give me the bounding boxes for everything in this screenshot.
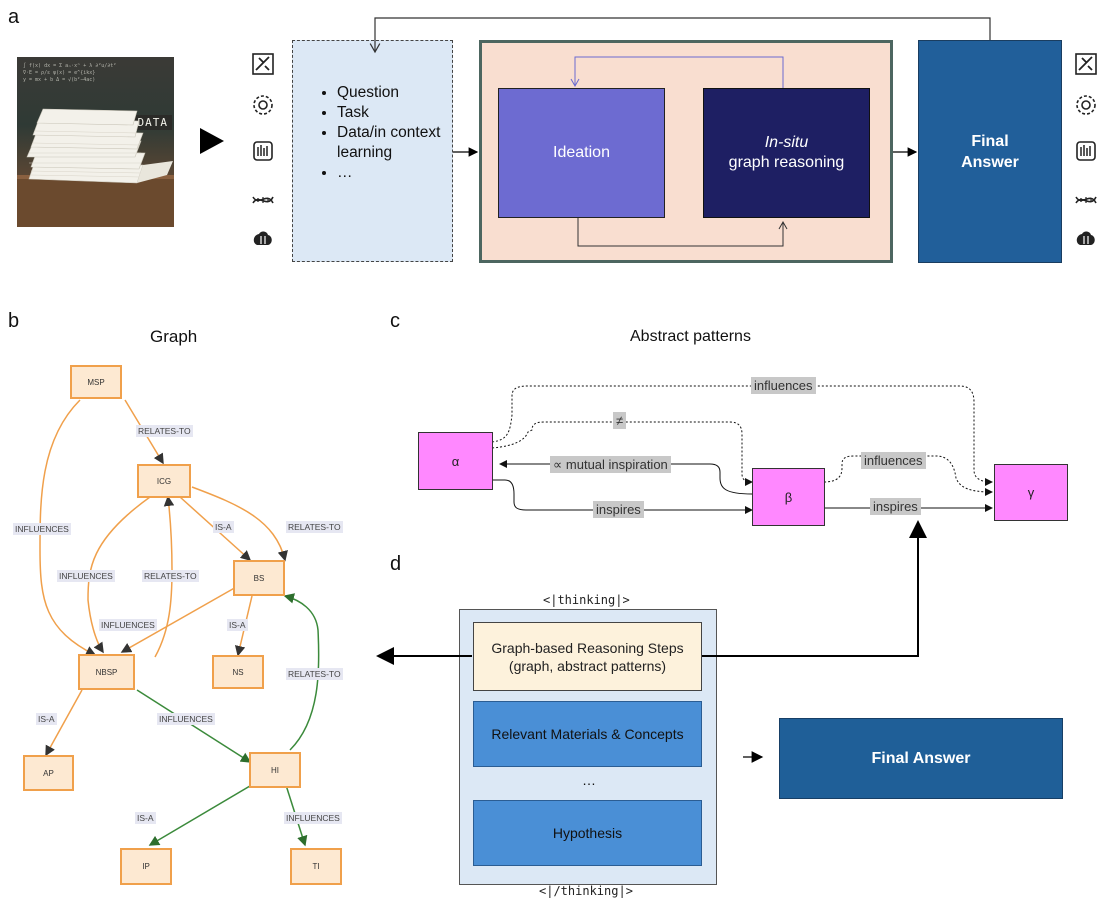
edge-label-nbsp-hi: INFLUENCES bbox=[157, 713, 215, 725]
circuit-icon bbox=[1074, 139, 1097, 163]
edge-label-nbsp-ap: IS-A bbox=[36, 713, 57, 725]
node-icg: ICG bbox=[137, 464, 191, 498]
thinking-open-tag: <|thinking|> bbox=[543, 593, 630, 607]
steps-ellipsis: … bbox=[582, 772, 596, 788]
edge-hi-ip bbox=[148, 779, 261, 846]
node-ti: TI bbox=[290, 848, 342, 885]
edge-msp-nbsp bbox=[39, 399, 97, 656]
input-item-data: Data/in context learning bbox=[337, 123, 452, 163]
hypothesis-box: Hypothesis bbox=[473, 800, 702, 866]
input-item-question: Question bbox=[337, 83, 452, 103]
node-hi: HI bbox=[249, 752, 301, 788]
panel-letter-d: d bbox=[390, 553, 402, 575]
brain-icon bbox=[251, 228, 275, 252]
edge-alpha-beta-neq bbox=[491, 421, 753, 486]
graph-edges bbox=[39, 399, 320, 847]
panel-letter-b: b bbox=[8, 310, 20, 332]
dna-icon bbox=[1074, 189, 1097, 213]
insitu-to-ideation-arrow bbox=[570, 56, 784, 88]
input-box: Question Task Data/in context learning … bbox=[292, 40, 453, 262]
node-ap: AP bbox=[23, 755, 74, 791]
ideation-box: Ideation bbox=[498, 88, 665, 218]
insitu-graph-reasoning-box: In-situ graph reasoning bbox=[703, 88, 870, 218]
chalkboard-scribbles: ∫ f(x) dx = Σ aₙ·xⁿ + λ ∂²u/∂t²∇·E = ρ/ε… bbox=[23, 63, 117, 83]
gear-brain-icon bbox=[251, 93, 275, 117]
right-icon-column bbox=[1074, 52, 1097, 252]
edge-hi-bs bbox=[283, 593, 320, 751]
graph-title: Graph bbox=[150, 327, 198, 346]
final-answer-line2: Answer bbox=[961, 153, 1019, 171]
ideation-label: Ideation bbox=[553, 144, 610, 161]
pattern-label-inspires-bg: inspires bbox=[870, 498, 921, 515]
edge-label-hi-ip: IS-A bbox=[135, 812, 156, 824]
edge-icg-nbsp bbox=[87, 496, 151, 654]
edge-label-bs-ns: IS-A bbox=[227, 619, 248, 631]
relevant-materials-label: Relevant Materials & Concepts bbox=[491, 726, 684, 742]
edge-bs-nbsp bbox=[120, 585, 239, 653]
edge-nbsp-ap bbox=[45, 689, 83, 757]
abstract-patterns-title: Abstract patterns bbox=[630, 328, 751, 345]
final-answer-box-a: Final Answer bbox=[918, 40, 1062, 263]
edge-label-msp-icg: RELATES-TO bbox=[136, 425, 193, 437]
panel-letter-a: a bbox=[8, 6, 20, 28]
brain-icon bbox=[1074, 228, 1097, 252]
graph-reasoning-label: graph reasoning bbox=[728, 154, 845, 171]
node-ns: NS bbox=[212, 655, 264, 689]
edge-label-nbsp-icg: RELATES-TO bbox=[142, 570, 199, 582]
circuit-icon bbox=[251, 139, 275, 163]
tool-icon bbox=[1074, 52, 1097, 76]
edge-label-icg-bs-isa: IS-A bbox=[213, 521, 234, 533]
panel-d-connectors bbox=[376, 520, 927, 763]
node-msp: MSP bbox=[70, 365, 122, 399]
relevant-materials-box: Relevant Materials & Concepts bbox=[473, 701, 702, 767]
pattern-node-alpha: α bbox=[418, 432, 493, 490]
tool-icon bbox=[251, 52, 275, 76]
paper-stack-drawing bbox=[17, 108, 174, 227]
edge-beta-gamma-influences bbox=[823, 455, 993, 496]
thinking-close-tag: <|/thinking|> bbox=[539, 884, 633, 898]
edge-label-bs-nbsp: INFLUENCES bbox=[99, 619, 157, 631]
final-answer-label-d: Final Answer bbox=[871, 749, 971, 767]
paper-stack-photo: ∫ f(x) dx = Σ aₙ·xⁿ + λ ∂²u/∂t²∇·E = ρ/ε… bbox=[17, 57, 174, 227]
hypothesis-label: Hypothesis bbox=[552, 825, 623, 841]
pattern-node-gamma: γ bbox=[994, 464, 1068, 521]
edge-label-icg-bs-relates: RELATES-TO bbox=[286, 521, 343, 533]
edge-beta-alpha-mutual bbox=[499, 460, 753, 495]
dna-icon bbox=[251, 189, 275, 213]
graph-reasoning-steps-box: Graph-based Reasoning Steps (graph, abst… bbox=[473, 622, 702, 691]
input-item-more: … bbox=[337, 163, 452, 183]
node-bs: BS bbox=[233, 560, 285, 596]
input-arrow bbox=[200, 128, 224, 154]
pattern-label-influences-top: influences bbox=[751, 377, 816, 394]
node-nbsp: NBSP bbox=[78, 654, 135, 690]
final-answer-box-d: Final Answer bbox=[779, 718, 1063, 799]
photo-data-label: DATA bbox=[133, 115, 172, 130]
input-list: Question Task Data/in context learning … bbox=[293, 83, 452, 183]
edge-nbsp-hi bbox=[136, 689, 252, 763]
feedback-loop-arrow bbox=[369, 17, 991, 54]
final-answer-line1: Final bbox=[971, 132, 1009, 150]
insitu-label: In-situ bbox=[764, 134, 809, 151]
steps-to-patterns-arrow bbox=[702, 520, 927, 657]
pattern-label-influences-bg: influences bbox=[861, 452, 926, 469]
edge-label-hi-bs: RELATES-TO bbox=[286, 668, 343, 680]
panel-a-connectors bbox=[369, 17, 991, 247]
pattern-label-mutual-inspiration: ∝ mutual inspiration bbox=[550, 456, 671, 473]
ideation-to-insitu-arrow bbox=[577, 218, 788, 247]
panel-letter-c: c bbox=[390, 310, 400, 332]
left-icon-column bbox=[251, 52, 277, 252]
edge-label-icg-nbsp: INFLUENCES bbox=[57, 570, 115, 582]
edge-alpha-beta-inspires bbox=[492, 479, 753, 514]
edge-label-hi-ti: INFLUENCES bbox=[284, 812, 342, 824]
edge-icg-bs-relates bbox=[191, 486, 288, 562]
pattern-node-beta: β bbox=[752, 468, 825, 526]
gear-brain-icon bbox=[1074, 93, 1097, 117]
pattern-label-inspires-ab: inspires bbox=[593, 501, 644, 518]
pattern-label-not-equal: ≠ bbox=[613, 412, 627, 429]
node-ip: IP bbox=[120, 848, 172, 885]
graph-reasoning-steps-label: Graph-based Reasoning Steps (graph, abst… bbox=[491, 639, 684, 674]
input-item-task: Task bbox=[337, 103, 452, 123]
edge-label-msp-nbsp: INFLUENCES bbox=[13, 523, 71, 535]
